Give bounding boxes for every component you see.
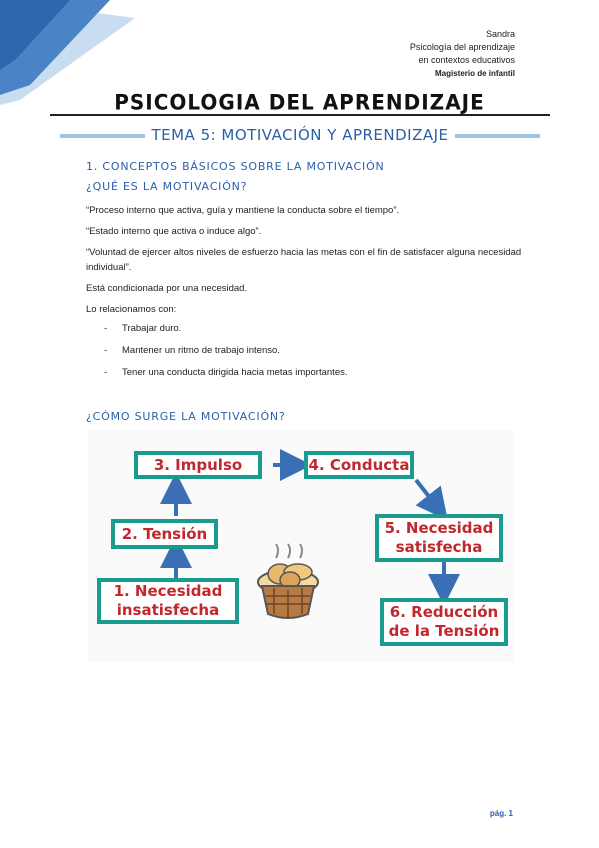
diagram-arrows	[160, 449, 460, 619]
related-intro: Lo relacionamos con:	[86, 304, 177, 315]
subject-line-2: en contextos educativos	[418, 55, 515, 65]
box-tension: 2. Tensión	[111, 519, 218, 549]
list-item: -Tener una conducta dirigida hacia metas…	[104, 367, 348, 378]
author-name: Sandra	[485, 29, 515, 39]
conditioned-text: Está condicionada por una necesidad.	[86, 283, 248, 294]
section-heading: 1. CONCEPTOS BÁSICOS SOBRE LA MOTIVACIÓN	[86, 160, 385, 173]
topic-banner: TEMA 5: MOTIVACIÓN Y APRENDIZAJE	[60, 126, 540, 146]
question-heading-1: ¿QUÉ ES LA MOTIVACIÓN?	[86, 180, 248, 193]
list-item: -Mantener un ritmo de trabajo intenso.	[104, 345, 280, 356]
corner-decoration	[0, 0, 135, 105]
basket-icon	[257, 543, 319, 619]
question-heading-2: ¿CÓMO SURGE LA MOTIVACIÓN?	[86, 410, 286, 423]
definition-2: “Estado interno que activa o induce algo…	[86, 226, 262, 237]
box-conducta: 4. Conducta	[304, 451, 414, 479]
document-header: Sandra Psicología del aprendizaje en con…	[410, 28, 515, 80]
box-necesidad-satisfecha: 5. Necesidad satisfecha	[375, 514, 503, 562]
arrow-diagonal	[414, 478, 448, 521]
list-item: -Trabajar duro.	[104, 323, 182, 334]
topic-title: TEMA 5: MOTIVACIÓN Y APRENDIZAJE	[145, 126, 455, 144]
definition-3: “Voluntad de ejercer altos niveles de es…	[86, 247, 522, 273]
motivation-cycle-diagram: 3. Impulso 4. Conducta 2. Tensión 5. Nec…	[88, 430, 514, 662]
box-impulso: 3. Impulso	[134, 451, 262, 479]
box-necesidad-insatisfecha: 1. Necesidad insatisfecha	[97, 578, 239, 624]
subject-line-1: Psicología del aprendizaje	[409, 42, 515, 52]
definition-1: “Proceso interno que activa, guía y mant…	[86, 205, 400, 216]
page-title: PSICOLOGIA DEL APRENDIZAJE	[114, 89, 485, 115]
degree-name: Magisterio de infantil	[434, 69, 515, 78]
page-number: pág. 1	[489, 809, 513, 818]
title-underline	[50, 114, 550, 116]
box-reduccion-tension: 6. Reducción de la Tensión	[380, 598, 508, 646]
